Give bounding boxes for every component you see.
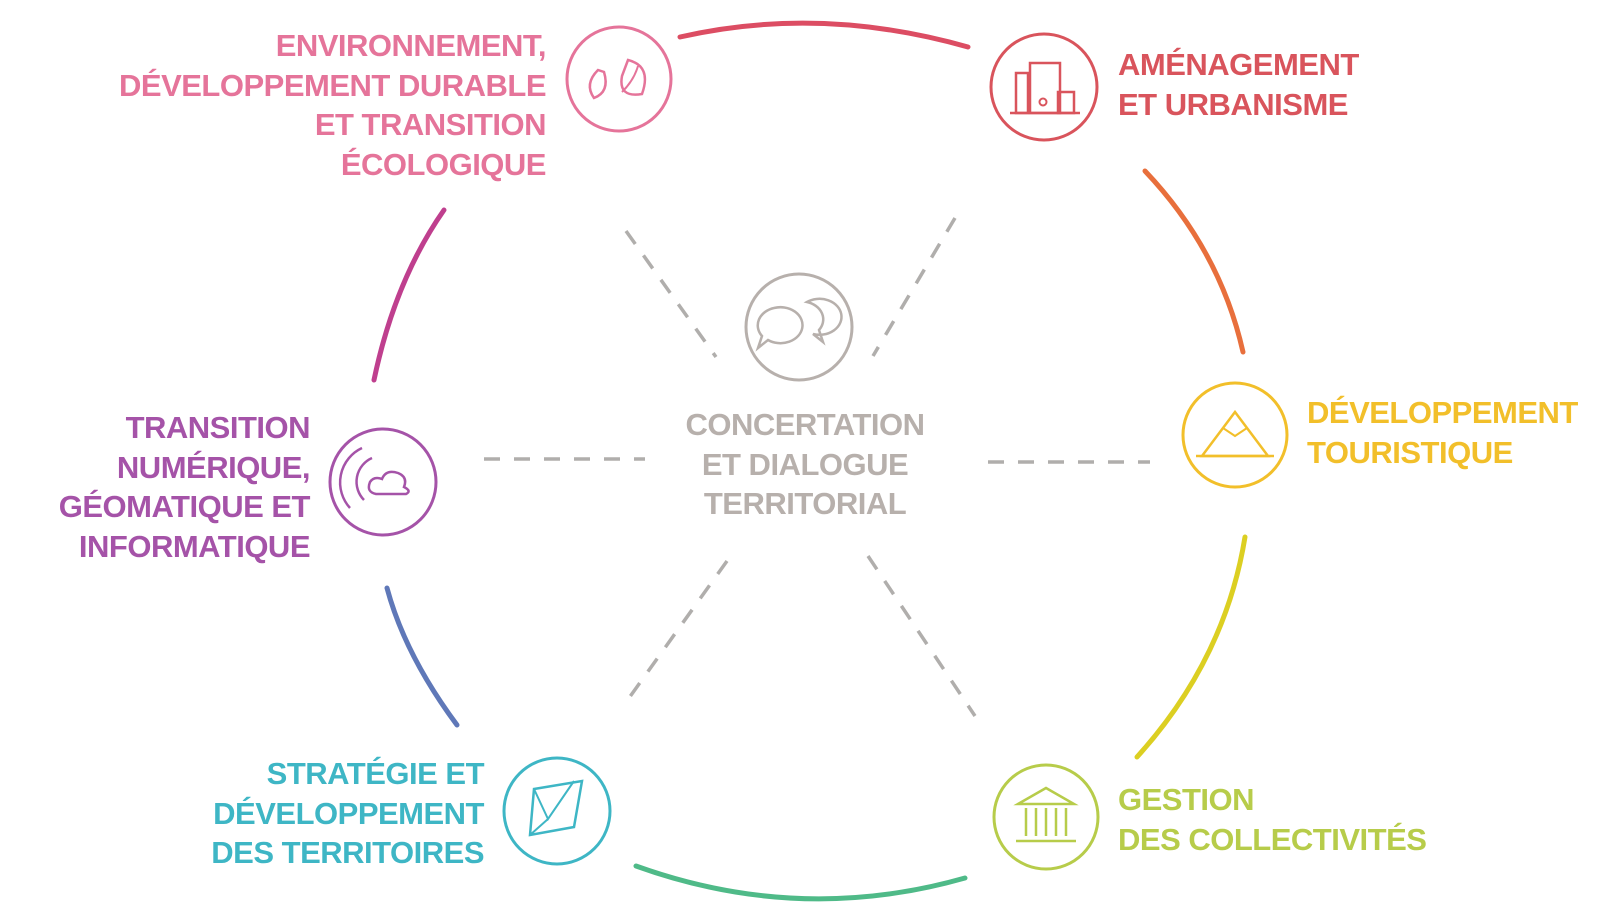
theme-label-gestion: GESTION DES COLLECTIVITÉS	[1118, 780, 1427, 859]
center-label-line: ET DIALOGUE	[701, 446, 909, 482]
theme-label-strategie: STRATÉGIE ET DÉVELOPPEMENT DES TERRITOIR…	[211, 754, 484, 873]
theme-label-line: DÉVELOPPEMENT	[213, 795, 484, 831]
ring-arc-numerique-environnement	[371, 207, 447, 383]
ring-arc-strategie-numerique	[384, 585, 460, 728]
theme-label-amenagement: AMÉNAGEMENT ET URBANISME	[1118, 45, 1359, 124]
theme-label-line: INFORMATIQUE	[78, 528, 311, 564]
spoke-lower-left	[622, 559, 729, 707]
ring-arc-amenagement-tourisme	[1142, 168, 1246, 355]
theme-label-line: GESTION	[1118, 782, 1255, 817]
outer-ring	[371, 20, 1248, 902]
buildings-icon	[989, 32, 1099, 142]
theme-label-line: GÉOMATIQUE ET	[58, 489, 311, 524]
ring-arc-gestion-strategie	[633, 863, 968, 902]
townhall-icon	[992, 763, 1100, 871]
mountain-icon	[1181, 381, 1289, 489]
theme-label-line: ENVIRONNEMENT,	[275, 28, 547, 63]
theme-label-line: TRANSITION	[125, 410, 311, 445]
center-label-line: CONCERTATION	[685, 407, 925, 442]
spoke-upper-left	[624, 229, 718, 359]
spoke-lower-right	[866, 555, 977, 717]
leaves-icon	[565, 25, 673, 133]
center-label-line: TERRITORIAL	[703, 486, 907, 521]
map-icon	[502, 756, 612, 866]
theme-label-line: AMÉNAGEMENT	[1118, 47, 1359, 82]
theme-label-line: DES COLLECTIVITÉS	[1118, 821, 1427, 857]
theme-label-line: STRATÉGIE ET	[266, 756, 485, 791]
center-label: CONCERTATION ET DIALOGUE TERRITORIAL	[660, 405, 950, 524]
ring-arc-tourisme-gestion	[1134, 534, 1248, 760]
theme-label-line: ET URBANISME	[1118, 86, 1348, 122]
ring-arc-environnement-amenagement	[677, 20, 971, 50]
theme-label-line: TOURISTIQUE	[1307, 434, 1513, 470]
theme-label-line: DÉVELOPPEMENT DURABLE	[119, 67, 546, 103]
dashed-spokes	[484, 217, 1150, 717]
theme-label-line: ET TRANSITION	[314, 107, 547, 142]
theme-label-line: ÉCOLOGIQUE	[340, 146, 547, 182]
theme-label-line: NUMÉRIQUE,	[116, 449, 311, 485]
theme-label-numerique: TRANSITION NUMÉRIQUE, GÉOMATIQUE ET INFO…	[58, 408, 311, 566]
speech-bubbles-icon	[744, 272, 854, 382]
theme-label-line: DÉVELOPPEMENT	[1307, 395, 1578, 430]
theme-label-line: DES TERRITOIRES	[211, 835, 484, 870]
cloud-icon	[328, 427, 438, 537]
spoke-upper-right	[871, 217, 957, 357]
theme-label-environnement: ENVIRONNEMENT, DÉVELOPPEMENT DURABLE ET …	[119, 26, 546, 184]
theme-label-tourisme: DÉVELOPPEMENT TOURISTIQUE	[1307, 393, 1578, 472]
